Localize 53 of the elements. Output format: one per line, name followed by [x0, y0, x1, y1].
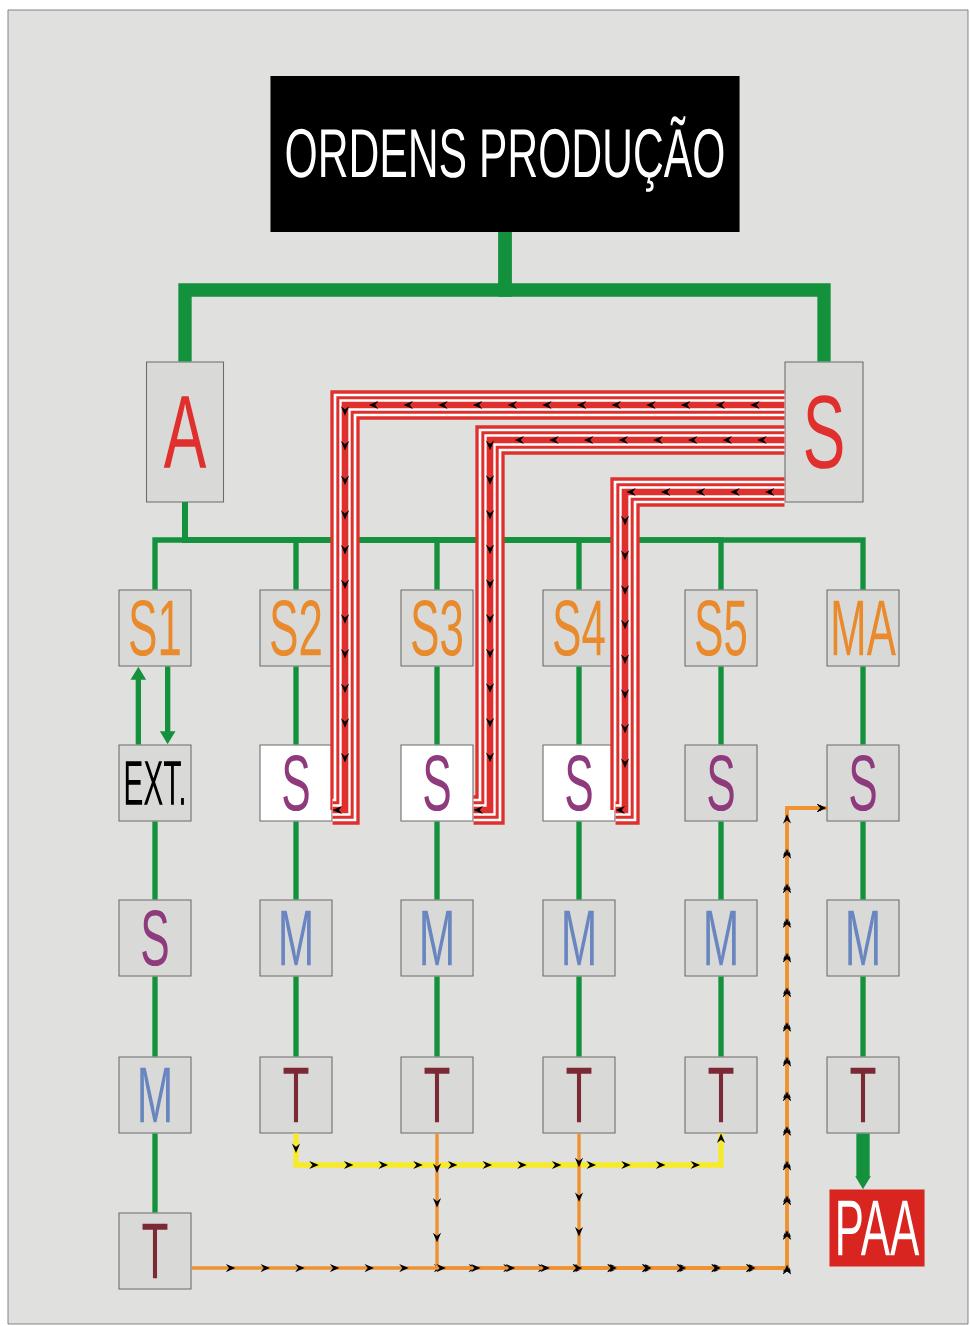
process-box: T — [826, 1056, 900, 1134]
process-box: S — [400, 744, 474, 822]
process-box: EXT. — [118, 744, 192, 822]
connector-line — [293, 821, 299, 900]
connector-line — [152, 821, 158, 900]
connector-line — [293, 976, 299, 1057]
connector-line — [152, 976, 158, 1057]
process-box: M — [684, 899, 758, 977]
process-box: S — [826, 744, 900, 822]
process-box: M — [542, 899, 616, 977]
connector-line — [718, 821, 724, 900]
process-box: S — [542, 744, 616, 822]
process-box: MA — [826, 589, 900, 667]
process-box: T — [684, 1056, 758, 1134]
process-box: S — [684, 744, 758, 822]
process-box: M — [259, 899, 333, 977]
flow-arrow — [610, 477, 785, 825]
process-box: M — [118, 1056, 192, 1134]
process-box: A — [145, 361, 225, 503]
process-box: T — [118, 1212, 192, 1290]
process-box: T — [259, 1056, 333, 1134]
connector-line — [576, 821, 582, 900]
connector-line — [860, 666, 866, 745]
process-box: S3 — [400, 589, 474, 667]
process-box: S1 — [118, 589, 192, 667]
connector-line — [182, 502, 866, 590]
connector-line — [576, 666, 582, 745]
connector-line — [860, 976, 866, 1057]
output-box: PAA — [829, 1189, 925, 1267]
process-box: S — [259, 744, 333, 822]
connector-line — [718, 666, 724, 745]
connector-line — [718, 976, 724, 1057]
process-box: S — [118, 899, 192, 977]
process-box: S5 — [684, 589, 758, 667]
process-box: S2 — [259, 589, 333, 667]
process-box: M — [826, 899, 900, 977]
flow-arrow — [572, 803, 827, 1275]
connector-line — [860, 821, 866, 900]
process-box: S — [784, 361, 864, 503]
process-box: T — [400, 1056, 474, 1134]
connector-line — [434, 821, 440, 900]
flow-arrow — [329, 390, 785, 825]
connector-line — [576, 976, 582, 1057]
process-box: T — [542, 1056, 616, 1134]
process-box: M — [400, 899, 474, 977]
process-box: S4 — [542, 589, 616, 667]
connector-line — [434, 666, 440, 745]
connector-line — [152, 1133, 158, 1213]
connector-line — [498, 232, 831, 362]
connector-line — [434, 976, 440, 1057]
connector-line — [293, 666, 299, 745]
flow-arrow — [473, 425, 785, 825]
header-box: ORDENS PRODUÇÃO — [270, 75, 740, 233]
